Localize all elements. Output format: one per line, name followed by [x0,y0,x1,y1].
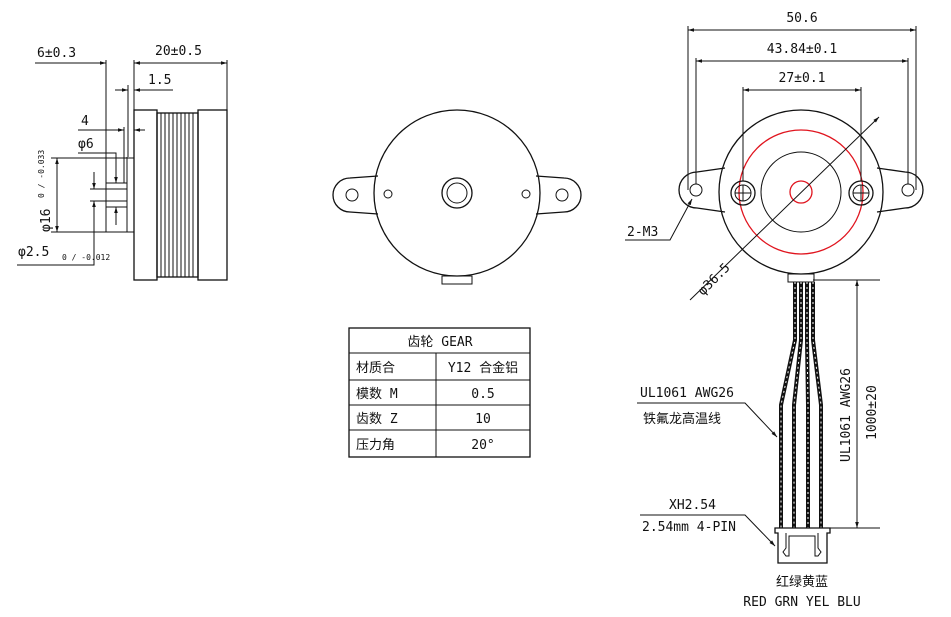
hub-outline [760,151,842,233]
cable-bundle [779,282,823,528]
rear-view [332,109,582,285]
cable-exit-tab [441,275,473,285]
dim-shaft-tolerance: 0 / -0.012 [62,253,110,262]
wire-colors-chinese: 红绿黄蓝 [776,574,828,590]
row-label-material: 材质合 [356,361,395,376]
gear-teeth-top [105,182,128,190]
cable-spec: UL1061 AWG26 [640,386,734,401]
row-value-teeth: 10 [475,412,491,427]
row-value-material: Y12 合金铝 [448,360,518,376]
dim-body-length: 20±0.5 [155,44,202,59]
left-ear [678,167,726,213]
dim-shaft-diameter: φ2.5 [18,245,49,260]
dim-gear-length: 4 [81,114,89,129]
dim-boss-length: 1.5 [148,73,171,88]
gear-table: 齿轮 GEAR 材质合 Y12 合金铝 模数 M 0.5 齿数 Z 10 压力角… [348,327,531,458]
dim-gear-diameter: φ6 [78,137,94,152]
cable-length: 1000±20 [865,385,880,440]
side-view: 6±0.3 20±0.5 1.5 4 φ6 φ16 0 / -0.033 φ2.… [17,44,228,281]
cable-side-label: UL1061 AWG26 [839,368,854,462]
pitch-circle [738,129,864,255]
screw-right [848,180,874,206]
motor-body-outline [373,109,541,277]
bearing-hub [441,177,473,209]
mount-hole-left [689,183,703,197]
center-circle [789,180,813,204]
row-label-pressure-angle: 压力角 [356,438,395,453]
cable-exit-tab [787,273,815,283]
screw-left [730,180,756,206]
gear-teeth-bottom [105,200,128,208]
right-ear [876,167,924,213]
body-front-flange [133,109,158,281]
table-title: 齿轮 GEAR [407,335,472,350]
wire-colors-english: RED GRN YEL BLU [743,595,860,610]
row-value-pressure-angle: 20° [471,438,494,453]
connector-type: XH2.54 [669,498,716,513]
screw-label: 2-M3 [627,225,658,240]
row-value-module: 0.5 [471,387,494,402]
dim-screw-spacing: 27±0.1 [779,71,826,86]
dim-boss-diameter: φ16 [39,209,54,232]
dim-overall-width: 50.6 [786,11,817,26]
right-ear [535,175,582,215]
mount-hole-left [345,188,359,202]
dim-boss-tolerance: 0 / -0.033 [37,150,46,198]
body-rear [197,109,228,281]
mount-hole-right [901,183,915,197]
front-view: 50.6 43.84±0.1 27±0.1 φ36.5 2-M3 [625,11,924,301]
left-ear [332,175,379,215]
cable-description: 铁氟龙高温线 [643,411,721,427]
dim-shaft-length: 6±0.3 [37,46,76,61]
row-label-teeth: 齿数 Z [356,412,398,427]
mount-hole-right [555,188,569,202]
connector-description: 2.54mm 4-PIN [642,520,736,535]
dim-mount-spacing: 43.84±0.1 [767,42,837,57]
body-ribs [160,113,194,277]
dim-body-diameter: φ36.5 [695,261,733,299]
row-label-module: 模数 M [356,387,398,402]
connector [774,527,831,564]
